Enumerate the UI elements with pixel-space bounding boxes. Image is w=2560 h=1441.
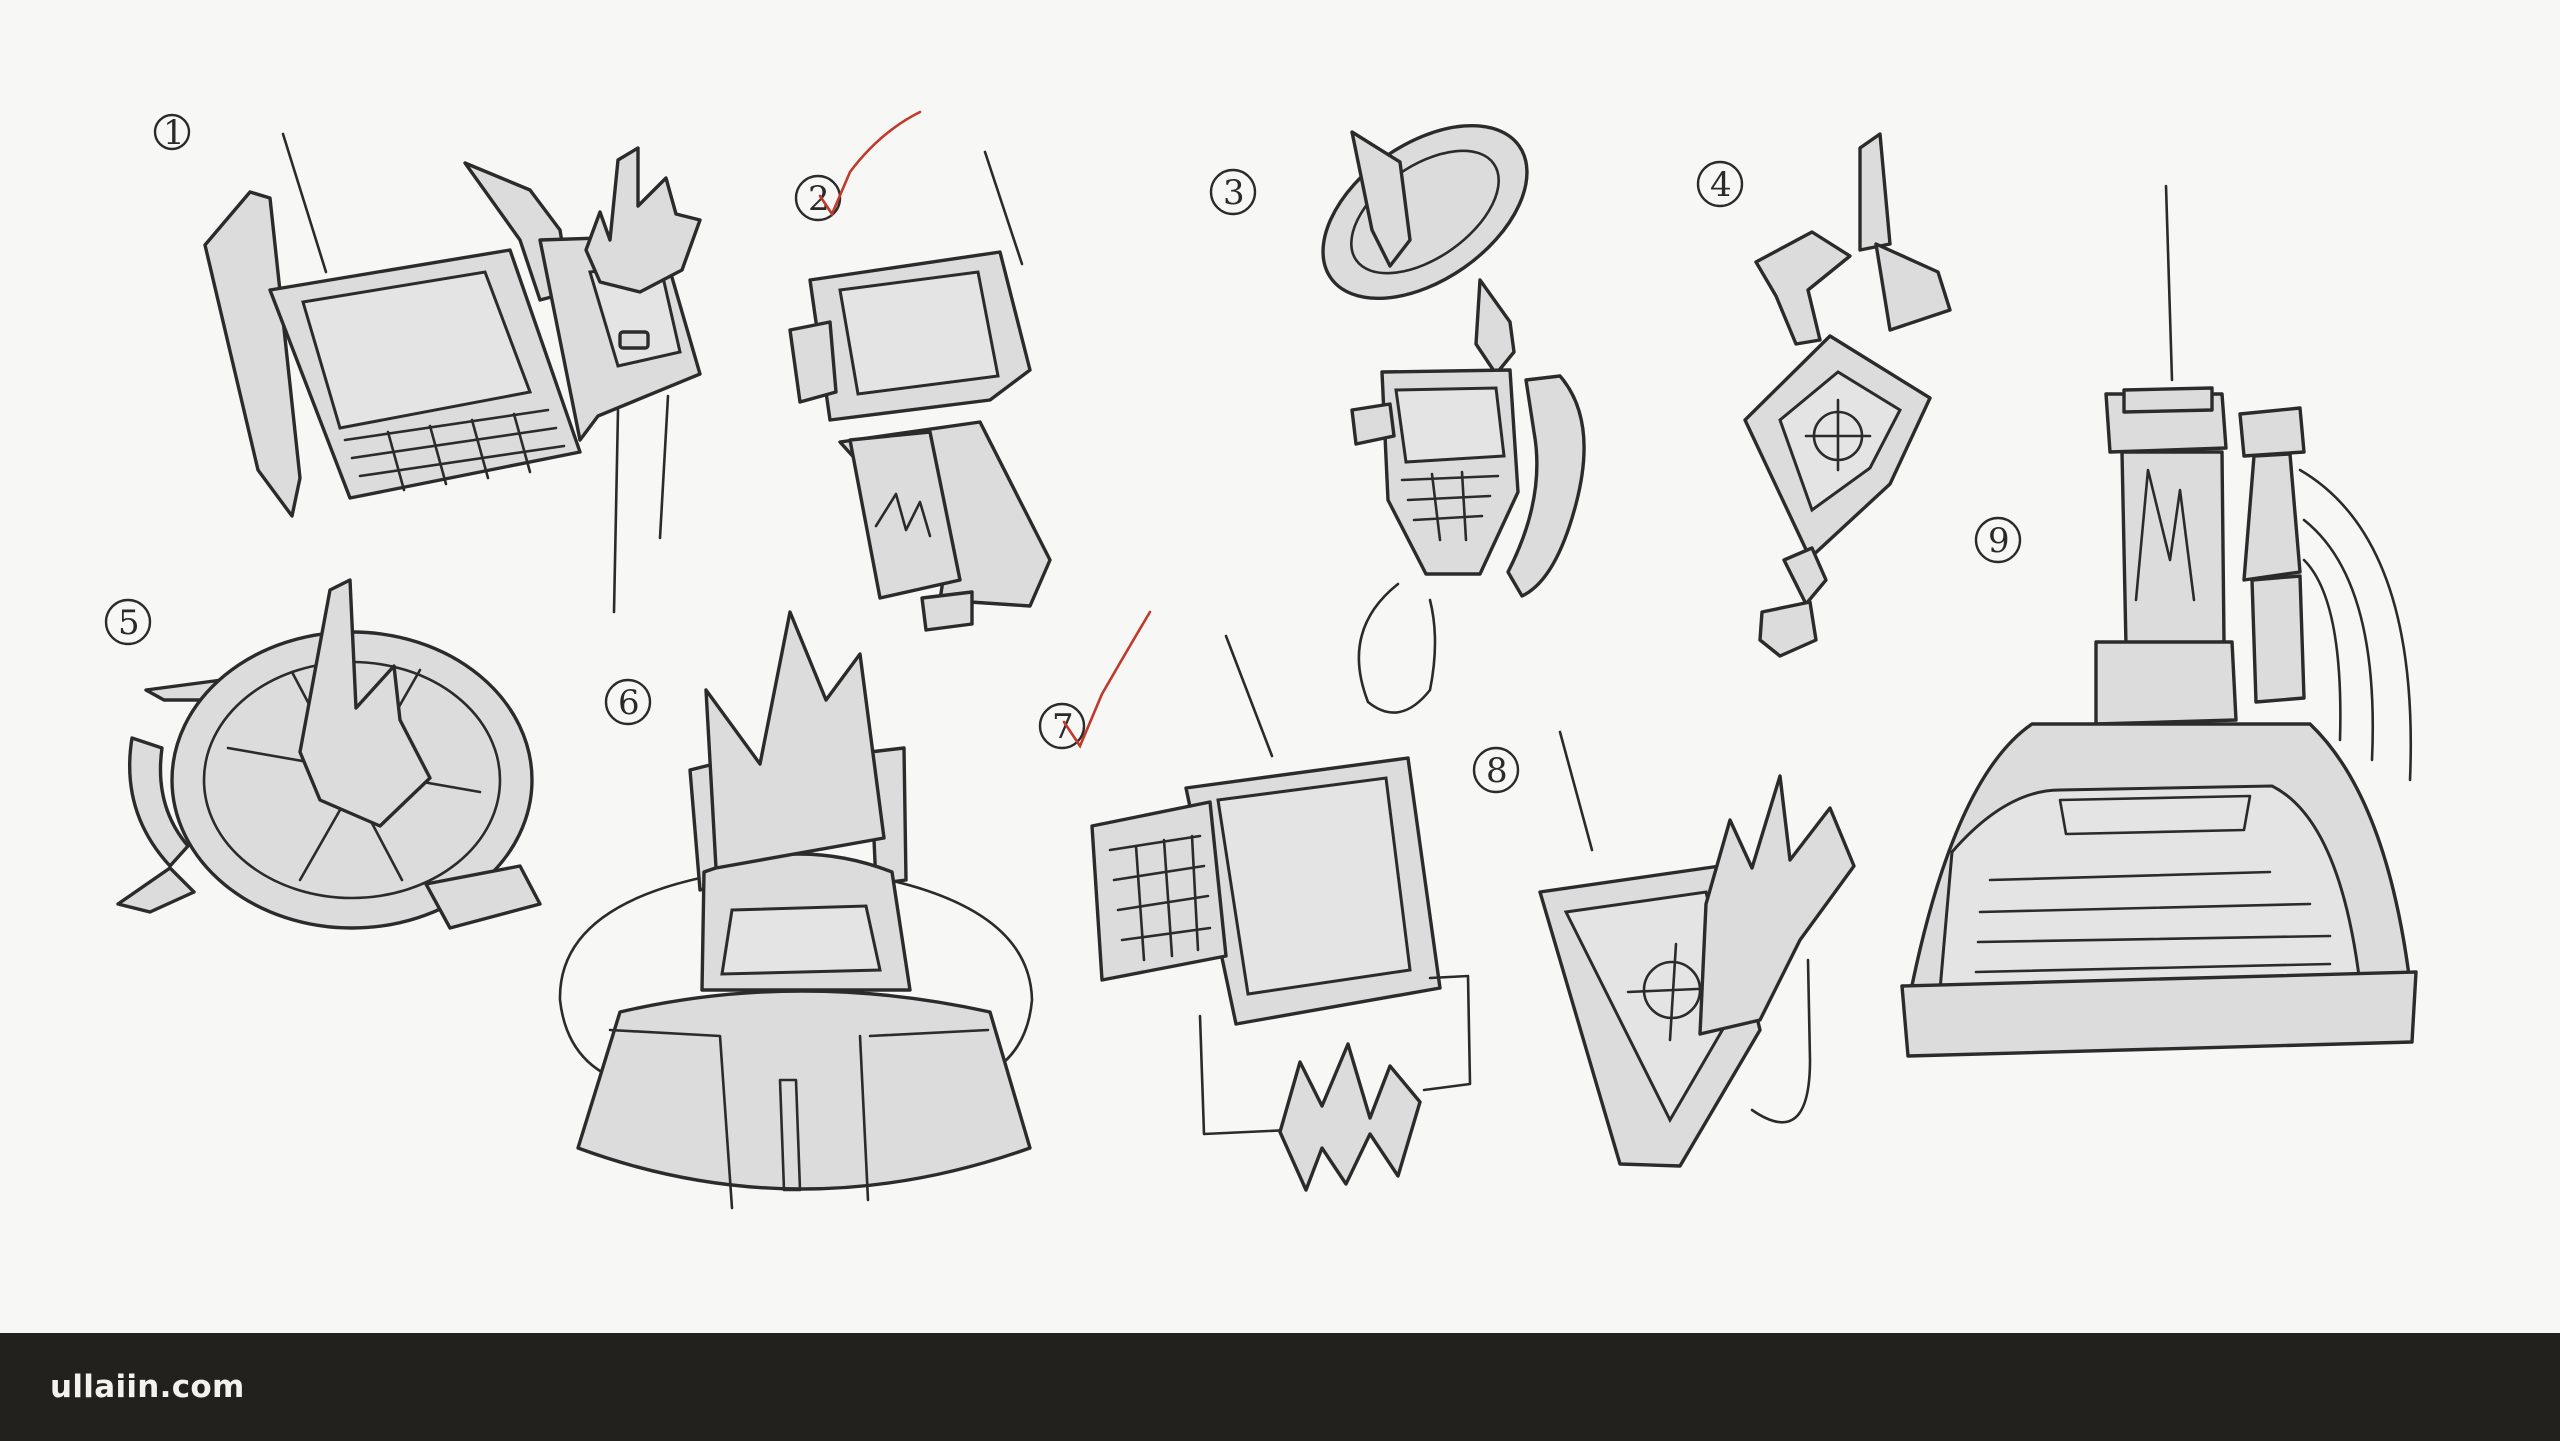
sketch-4: 4 [1696, 132, 1952, 658]
site-url[interactable]: ullaiin.com [50, 1369, 245, 1405]
footer-bar: ullaiin.com [0, 1333, 2560, 1441]
sketch-sheet: 1 2 3 [104, 110, 2418, 1210]
label-ring-8 [1472, 746, 1520, 794]
label-ring-6 [604, 678, 652, 726]
label-5: 5 [118, 603, 140, 643]
label-3: 3 [1223, 173, 1245, 213]
label-1: 1 [163, 113, 185, 153]
sketch-6: 6 [558, 610, 1034, 1210]
sketch-1: 1 [153, 113, 702, 614]
label-9: 9 [1988, 521, 2010, 561]
sketch-2: 2 [788, 110, 1052, 632]
label-6: 6 [618, 683, 640, 723]
label-ring-9 [1974, 516, 2022, 564]
label-ring-7 [1038, 702, 1086, 750]
label-7: 7 [1052, 707, 1074, 747]
label-4: 4 [1710, 165, 1732, 205]
label-ring-5 [104, 598, 152, 646]
sketch-9: 9 [1900, 184, 2418, 1058]
approval-check-icon [1062, 610, 1152, 749]
approval-check-icon [818, 110, 922, 217]
label-ring-3 [1209, 168, 1257, 216]
sketch-5: 5 [104, 578, 542, 930]
label-8: 8 [1486, 751, 1508, 791]
sketch-3: 3 [1209, 123, 1586, 714]
label-ring-1 [153, 113, 191, 151]
sketch-7: 7 [1038, 610, 1472, 1192]
sketch-8: 8 [1472, 730, 1856, 1168]
label-ring-4 [1696, 160, 1744, 208]
label-2: 2 [808, 179, 830, 219]
